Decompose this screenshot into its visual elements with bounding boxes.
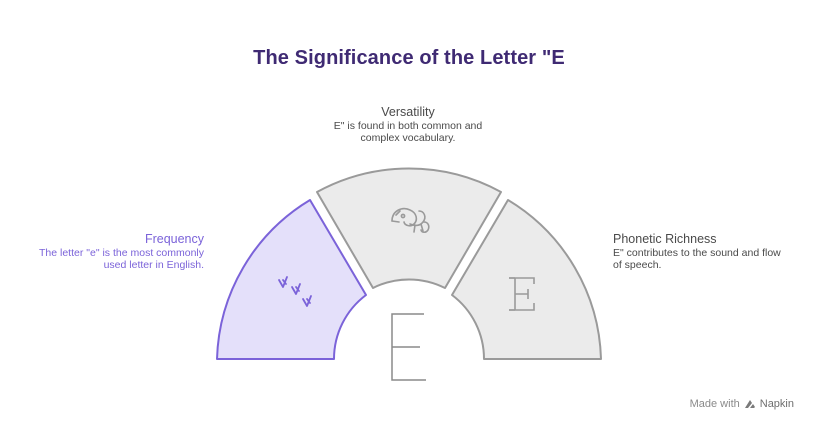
segment-frequency[interactable]: [216, 199, 367, 360]
label-description-line: of speech.: [613, 259, 662, 271]
page-title: The Significance of the Letter "E: [253, 47, 565, 69]
label-description-line: E" is found in both common and: [333, 120, 483, 132]
triple-check-marks-icon: [278, 276, 312, 307]
watermark-brand: Napkin: [759, 398, 794, 410]
label-frequency: Frequency The letter "e" is the most com…: [18, 232, 204, 271]
label-description-line: used letter in English.: [103, 259, 204, 271]
label-description-line: The letter "e" is the most commonly: [38, 247, 204, 259]
segment-versatility[interactable]: [316, 167, 502, 289]
label-heading: Phonetic Richness: [613, 232, 717, 246]
napkin-logo-icon: [744, 400, 755, 408]
label-phonetic-richness: Phonetic Richness E" contributes to the …: [613, 232, 803, 271]
label-description-line: E" contributes to the sound and flow: [613, 247, 781, 259]
letter-e-icon: [509, 277, 535, 311]
watermark: Made with Napkin: [690, 398, 794, 410]
label-versatility: Versatility E" is found in both common a…: [308, 105, 508, 144]
segment-phonetic-richness[interactable]: [451, 199, 602, 360]
chameleon-icon: [391, 207, 430, 234]
label-heading: Versatility: [381, 105, 435, 119]
label-description-line: complex vocabulary.: [360, 132, 456, 144]
watermark-prefix: Made with: [689, 398, 740, 410]
center-letter-e-icon: [391, 313, 426, 381]
label-heading: Frequency: [144, 232, 204, 246]
